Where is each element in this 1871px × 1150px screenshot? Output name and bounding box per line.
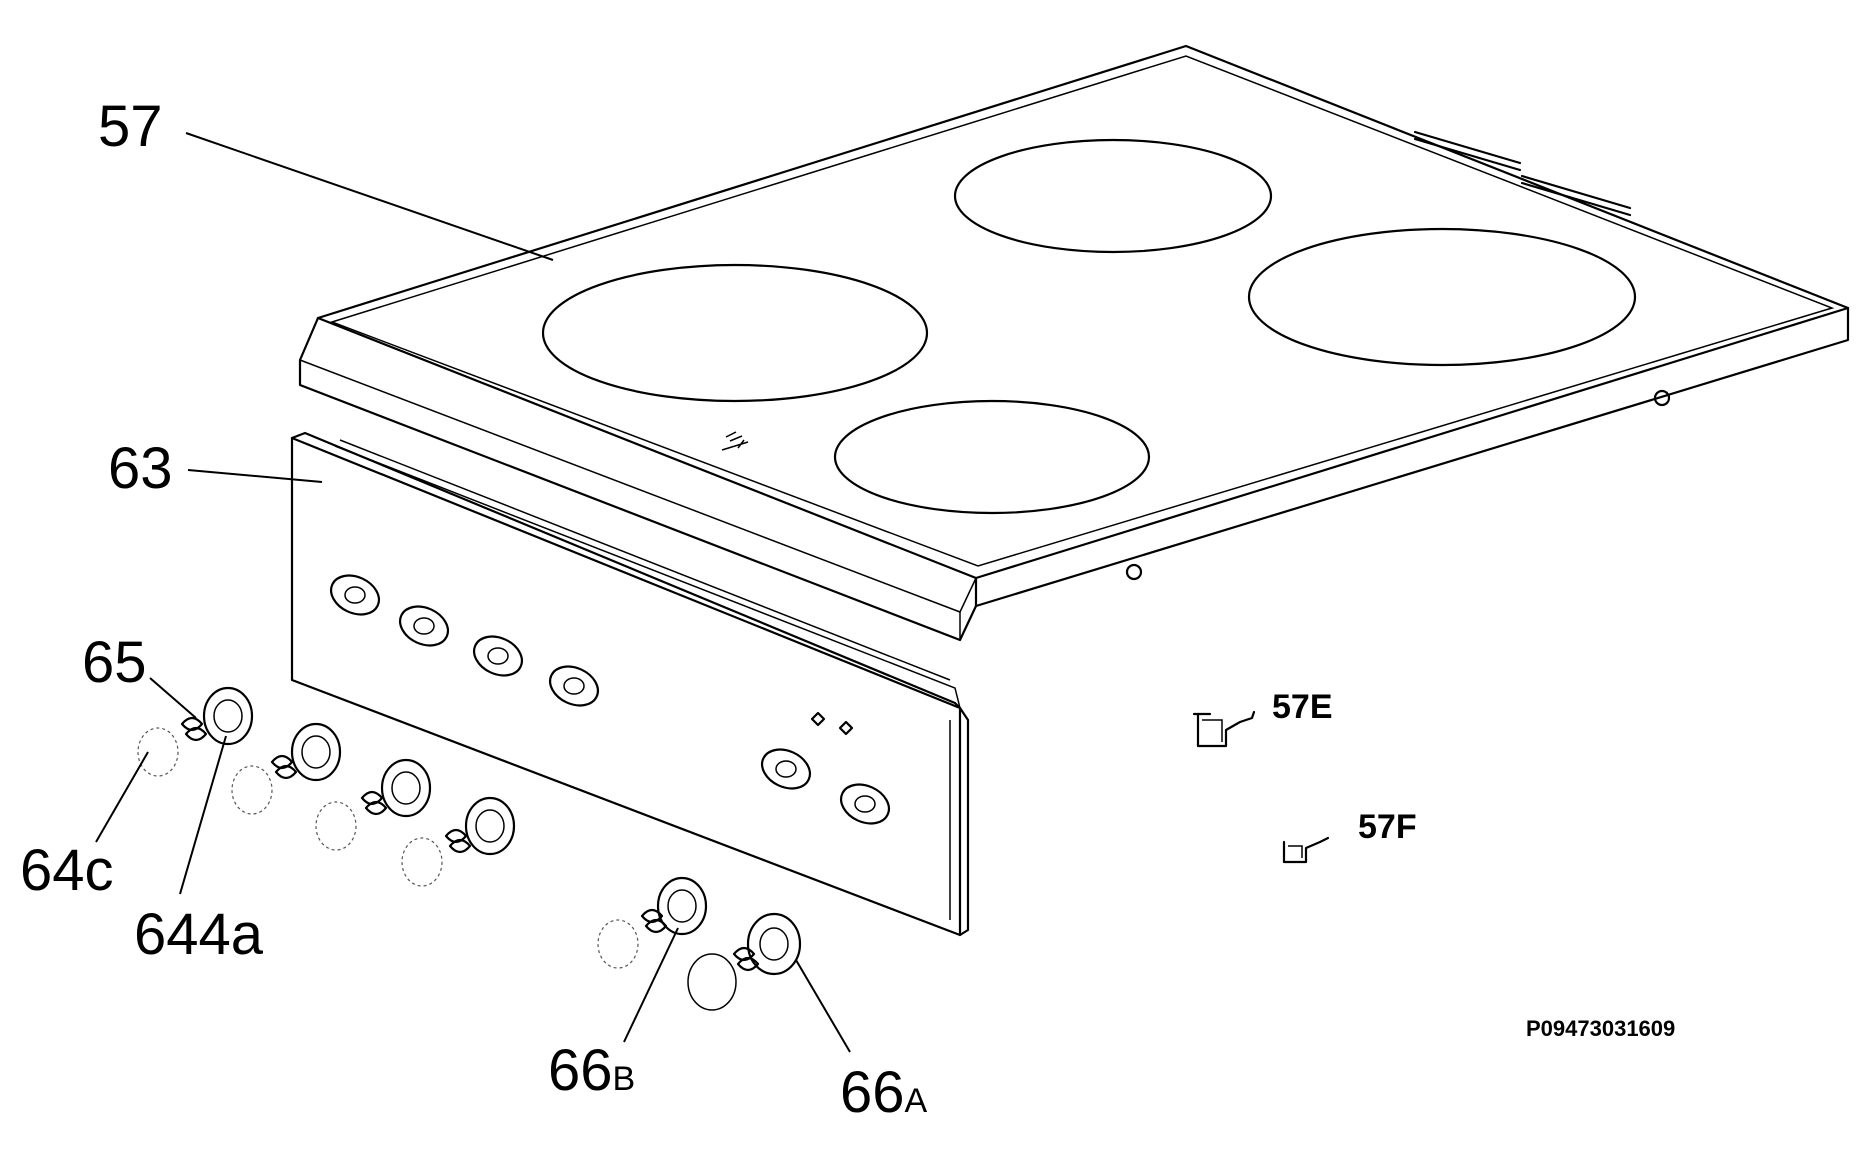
knob-assembly-1 [137,686,254,777]
label-57f: 57F [1358,808,1417,846]
hob-symbol-icon [721,431,749,451]
hob-top-part [298,44,1850,642]
label-66b: 66B [548,1038,635,1103]
label-64c: 64c [20,838,114,903]
cooking-zone-back-left [953,138,1273,254]
panel-knob-holes [329,574,891,825]
control-panel-part [290,431,970,937]
leader-line-57 [185,132,554,261]
bracket-57f-part [1282,836,1330,864]
leader-line-65 [149,677,197,719]
knob-assembly-3 [315,758,432,851]
cooking-zone-front-right [833,399,1151,515]
leader-line-63 [187,469,323,483]
knob-assembly-4 [401,796,516,887]
label-644a: 644a [134,902,264,967]
label-63: 63 [108,436,173,501]
reference-code: P09473031609 [1526,1016,1675,1041]
bracket-57e-part [1192,710,1256,748]
knob-assembly-66a [687,912,802,1011]
label-57e: 57E [1272,688,1333,726]
indicator-light-icon [810,711,826,727]
indicator-light-icon [838,720,854,736]
leader-line-644a [179,735,227,895]
leader-line-64c [95,751,149,843]
label-65: 65 [82,630,147,695]
leader-line-66a [795,959,851,1053]
label-66a: 66A [840,1060,928,1125]
knob-assembly-2 [231,722,342,815]
knob-assembly-66b [597,876,708,969]
label-57: 57 [98,94,163,159]
leader-line-66b [623,927,679,1043]
cooking-zone-front-left [541,263,929,403]
cooking-zone-back-right [1247,227,1637,367]
